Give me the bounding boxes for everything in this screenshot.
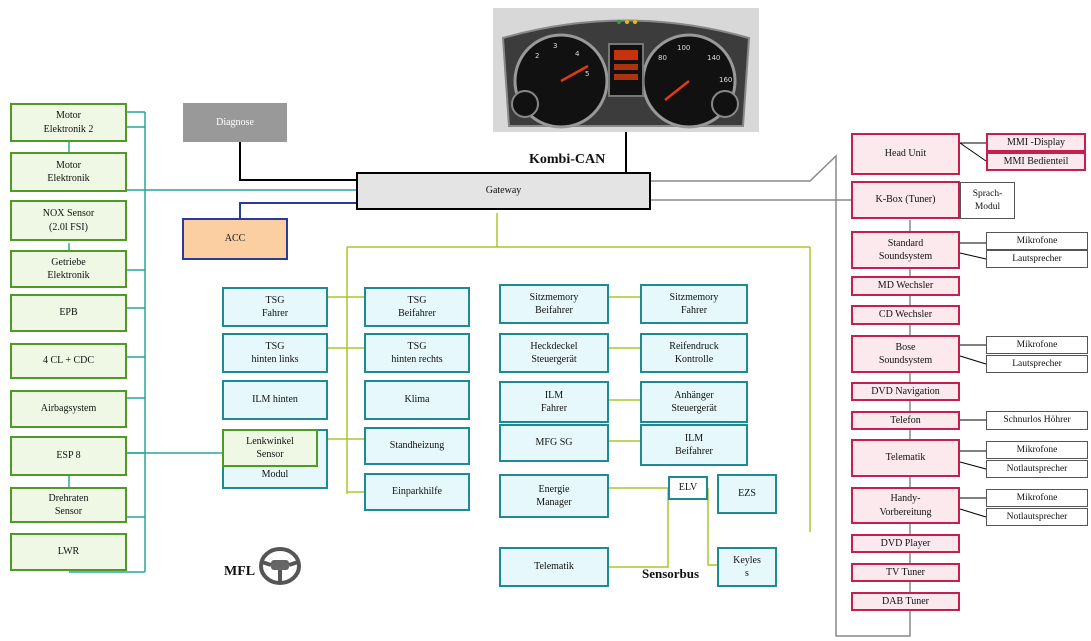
anhaenger-box: Anhänger Steuergerät xyxy=(640,381,748,423)
head-unit-box: Head Unit xyxy=(851,133,960,175)
4cl-cdc-box: 4 CL + CDC xyxy=(10,343,127,379)
reifendruck-box: Reifendruck Kontrolle xyxy=(640,333,748,373)
elv-box: ELV xyxy=(668,476,708,500)
cd-wechsler-box: CD Wechsler xyxy=(851,305,960,325)
svg-text:80: 80 xyxy=(658,54,667,62)
acc-line xyxy=(240,203,356,218)
tsg-fahrer-box: TSG Fahrer xyxy=(222,287,328,327)
standard-lautsprecher-box: Lautsprecher xyxy=(986,250,1088,268)
mfl-label: MFL xyxy=(224,564,255,580)
einparkhilfe-box: Einparkhilfe xyxy=(364,473,470,511)
lwr-box: LWR xyxy=(10,533,127,571)
telematik-mikrofone-box: Mikrofone xyxy=(986,441,1088,459)
gateway-box: Gateway xyxy=(356,172,651,210)
mmi-display-box: MMI -Display xyxy=(986,133,1086,152)
mmi-bedienteil-box: MMI Bedienteil xyxy=(986,152,1086,171)
airbagsystem-box: Airbagsystem xyxy=(10,390,127,428)
getriebe-elektronik-box: Getriebe Elektronik xyxy=(10,250,127,288)
standheizung-box: Standheizung xyxy=(364,427,470,465)
handy-notlautsprecher-box: Notlautsprecher xyxy=(986,508,1088,526)
epb-box: EPB xyxy=(10,294,127,332)
steering-wheel-icon xyxy=(258,546,302,586)
nox-sensor-box: NOX Sensor (2.0l FSI) xyxy=(10,200,127,241)
instrument-cluster-image: 2 3 4 5 100 80 140 160 xyxy=(493,8,759,132)
bose-soundsystem-box: Bose Soundsystem xyxy=(851,335,960,373)
heckdeckel-box: Heckdeckel Steuergerät xyxy=(499,333,609,373)
svg-text:4: 4 xyxy=(575,50,580,58)
svg-text:100: 100 xyxy=(677,44,690,52)
md-wechsler-box: MD Wechsler xyxy=(851,276,960,296)
svg-text:2: 2 xyxy=(535,52,539,60)
telematik-notlautsprecher-box: Notlautsprecher xyxy=(986,460,1088,478)
tsg-hinten-rechts-box: TSG hinten rechts xyxy=(364,333,470,373)
sensorbus-label: Sensorbus xyxy=(642,566,699,582)
drehraten-sensor-box: Drehraten Sensor xyxy=(10,487,127,523)
tsg-beifahrer-box: TSG Beifahrer xyxy=(364,287,470,327)
sprach-modul-box: Sprach- Modul xyxy=(960,182,1015,219)
dvd-player-box: DVD Player xyxy=(851,534,960,553)
svg-text:5: 5 xyxy=(585,70,589,78)
ilm-hinten-box: ILM hinten xyxy=(222,380,328,420)
handy-vorbereitung-box: Handy- Vorbereitung xyxy=(851,487,960,524)
tv-tuner-box: TV Tuner xyxy=(851,563,960,582)
tsg-hinten-links-box: TSG hinten links xyxy=(222,333,328,373)
ilm-beifahrer-box: ILM Beifahrer xyxy=(640,424,748,466)
telematik-info-box: Telematik xyxy=(851,439,960,477)
svg-text:160: 160 xyxy=(719,76,732,84)
motor-elektronik-2-box: Motor Elektronik 2 xyxy=(10,103,127,142)
standard-mikrofone-box: Mikrofone xyxy=(986,232,1088,250)
svg-text:3: 3 xyxy=(553,42,557,50)
diagnose-box: Diagnose xyxy=(183,103,287,142)
telematik-comfort-box: Telematik xyxy=(499,547,609,587)
bose-lautsprecher-box: Lautsprecher xyxy=(986,355,1088,373)
telefon-box: Telefon xyxy=(851,411,960,430)
kombi-can-label: Kombi-CAN xyxy=(529,152,605,168)
lenkwinkel-sensor-box: Lenkwinkel Sensor xyxy=(222,429,318,467)
dvd-navigation-box: DVD Navigation xyxy=(851,382,960,401)
standard-soundsystem-box: Standard Soundsystem xyxy=(851,231,960,269)
handy-mikrofone-box: Mikrofone xyxy=(986,489,1088,507)
motor-elektronik-box: Motor Elektronik xyxy=(10,152,127,192)
ilm-fahrer-box: ILM Fahrer xyxy=(499,381,609,423)
dab-tuner-box: DAB Tuner xyxy=(851,592,960,611)
ezs-box: EZS xyxy=(717,474,777,514)
keyless-box: Keyles s xyxy=(717,547,777,587)
acc-box: ACC xyxy=(182,218,288,260)
svg-text:140: 140 xyxy=(707,54,720,62)
energie-manager-box: Energie Manager xyxy=(499,474,609,518)
bose-mikrofone-box: Mikrofone xyxy=(986,336,1088,354)
klima-box: Klima xyxy=(364,380,470,420)
schnurlos-hoehrer-box: Schnurlos Höhrer xyxy=(986,411,1088,430)
sitzmemory-fahrer-box: Sitzmemory Fahrer xyxy=(640,284,748,324)
kbox-tuner-box: K-Box (Tuner) xyxy=(851,181,960,219)
esp8-box: ESP 8 xyxy=(10,436,127,476)
sitzmemory-beifahrer-box: Sitzmemory Beifahrer xyxy=(499,284,609,324)
mfg-sg-box: MFG SG xyxy=(499,424,609,462)
